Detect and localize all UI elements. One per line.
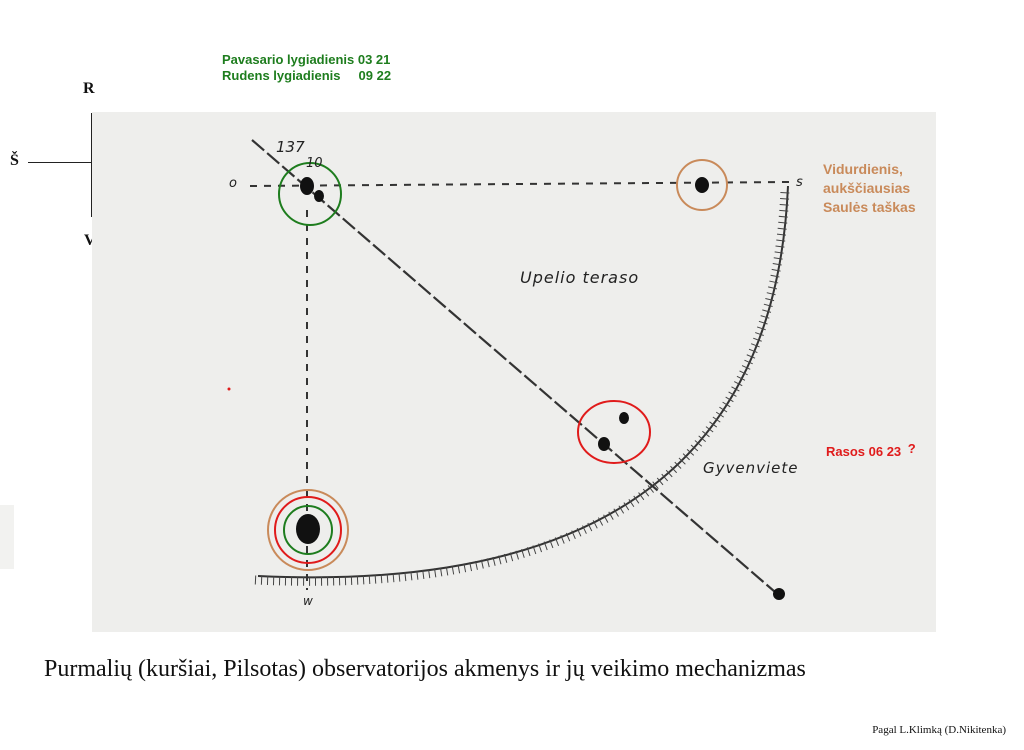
legend-spring-equinox: Pavasario lygiadienis 03 21 (222, 52, 391, 67)
scanned-sketch-panel (92, 112, 936, 632)
angle-label-137: 137 (276, 138, 305, 156)
noon-annotation-line1: Vidurdienis, (823, 161, 903, 177)
highlight-circle-red-southwest (274, 496, 342, 564)
highlight-circle-orange-northeast (676, 159, 728, 211)
figure-caption: Purmalių (kuršiai, Pilsotas) observatori… (44, 656, 806, 682)
rasos-annotation: Rasos 06 23 ? (826, 441, 916, 459)
settlement-label: Gyvenviete (703, 459, 799, 477)
rasos-question-mark: ? (907, 441, 916, 456)
highlight-circle-green-southwest (283, 505, 333, 555)
arc-scale-ticks (254, 189, 790, 586)
stone-southwest (296, 514, 320, 544)
highlight-circle-orange-southwest (267, 489, 349, 571)
stone-southeast-end (773, 588, 785, 600)
stray-red-dot (227, 387, 231, 391)
legend-autumn-equinox: Rudens lygiadienis 09 22 (222, 68, 392, 83)
noon-annotation: Vidurdienis, aukščiausias Saulės taškas (823, 160, 916, 217)
stone-middle-upper (619, 412, 629, 424)
compass-north-label: R (83, 80, 95, 97)
right-end-letter: s (796, 175, 803, 190)
terrace-label: Upelio teraso (520, 268, 640, 287)
compass-west-label: Š (10, 152, 19, 169)
stone-northwest-large (300, 177, 314, 195)
source-credit: Pagal L.Klimką (D.Nikitenka) (872, 724, 1006, 736)
bottom-end-letter: w (303, 594, 313, 608)
stone-northeast (695, 177, 709, 193)
scan-edge-strip (0, 505, 14, 569)
compass-vertical-line (91, 113, 92, 217)
noon-annotation-line2: aukščiausias (823, 180, 911, 196)
highlight-circle-green-northwest (278, 162, 342, 226)
diagonal-sightline (251, 139, 783, 599)
rasos-annotation-text: Rasos 06 23 (826, 444, 902, 459)
highlight-circle-red-middle (577, 400, 651, 464)
compass-south-label: V (84, 232, 96, 249)
east-west-sightline (249, 181, 791, 187)
stone-northwest-small (314, 190, 324, 202)
left-end-letter: o (229, 176, 237, 191)
compass-horizontal-line (28, 162, 152, 163)
noon-annotation-line3: Saulės taškas (823, 199, 916, 215)
stone-number-label: 10 (306, 156, 323, 171)
arc-scale (257, 185, 789, 579)
stone-middle-lower (598, 437, 610, 451)
